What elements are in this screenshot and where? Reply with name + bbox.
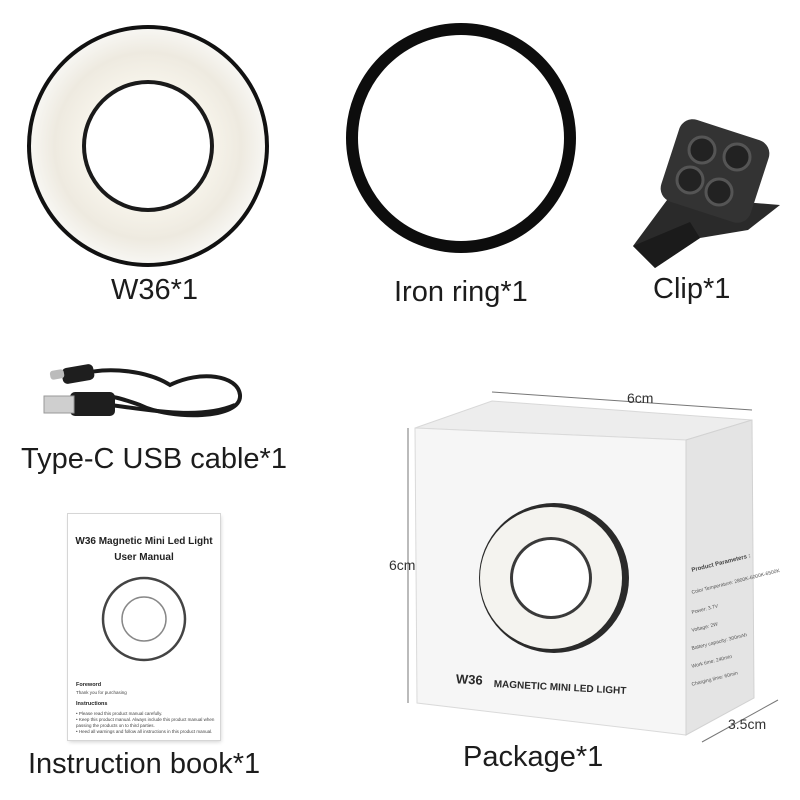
manual-foreword-text: Thank you for purchasing [76, 690, 127, 695]
package-height-dimension: 6cm [389, 557, 416, 573]
package-label: Package*1 [463, 741, 604, 773]
manual-title: W36 Magnetic Mini Led Light [75, 536, 213, 547]
iron-ring-label: Iron ring*1 [394, 276, 528, 308]
instruction-book-label: Instruction book*1 [28, 748, 261, 780]
package-width-dimension: 6cm [627, 390, 654, 406]
clip-label: Clip*1 [653, 273, 731, 305]
package-model-text: W36 [455, 671, 484, 688]
manual-instruction-line: • Keep this product manual. Always inclu… [76, 717, 215, 722]
w36-label: W36*1 [111, 274, 199, 306]
manual-foreword-heading: Foreword [76, 682, 102, 688]
manual-subtitle: User Manual [114, 552, 174, 563]
manual-instruction-line: • Please read this product manual carefu… [76, 711, 163, 716]
instruction-book-image: W36 Magnetic Mini Led Light User Manual … [68, 514, 220, 740]
manual-instruction-line: passing the products on to third parties… [76, 723, 155, 728]
manual-instructions-heading: Instructions [76, 701, 108, 707]
manual-instruction-line: • Heed all warnings and follow all instr… [76, 729, 213, 734]
usb-cable-label: Type-C USB cable*1 [21, 443, 287, 475]
manual-ring-illustration [101, 576, 187, 662]
package-depth-dimension: 3.5cm [728, 716, 767, 732]
